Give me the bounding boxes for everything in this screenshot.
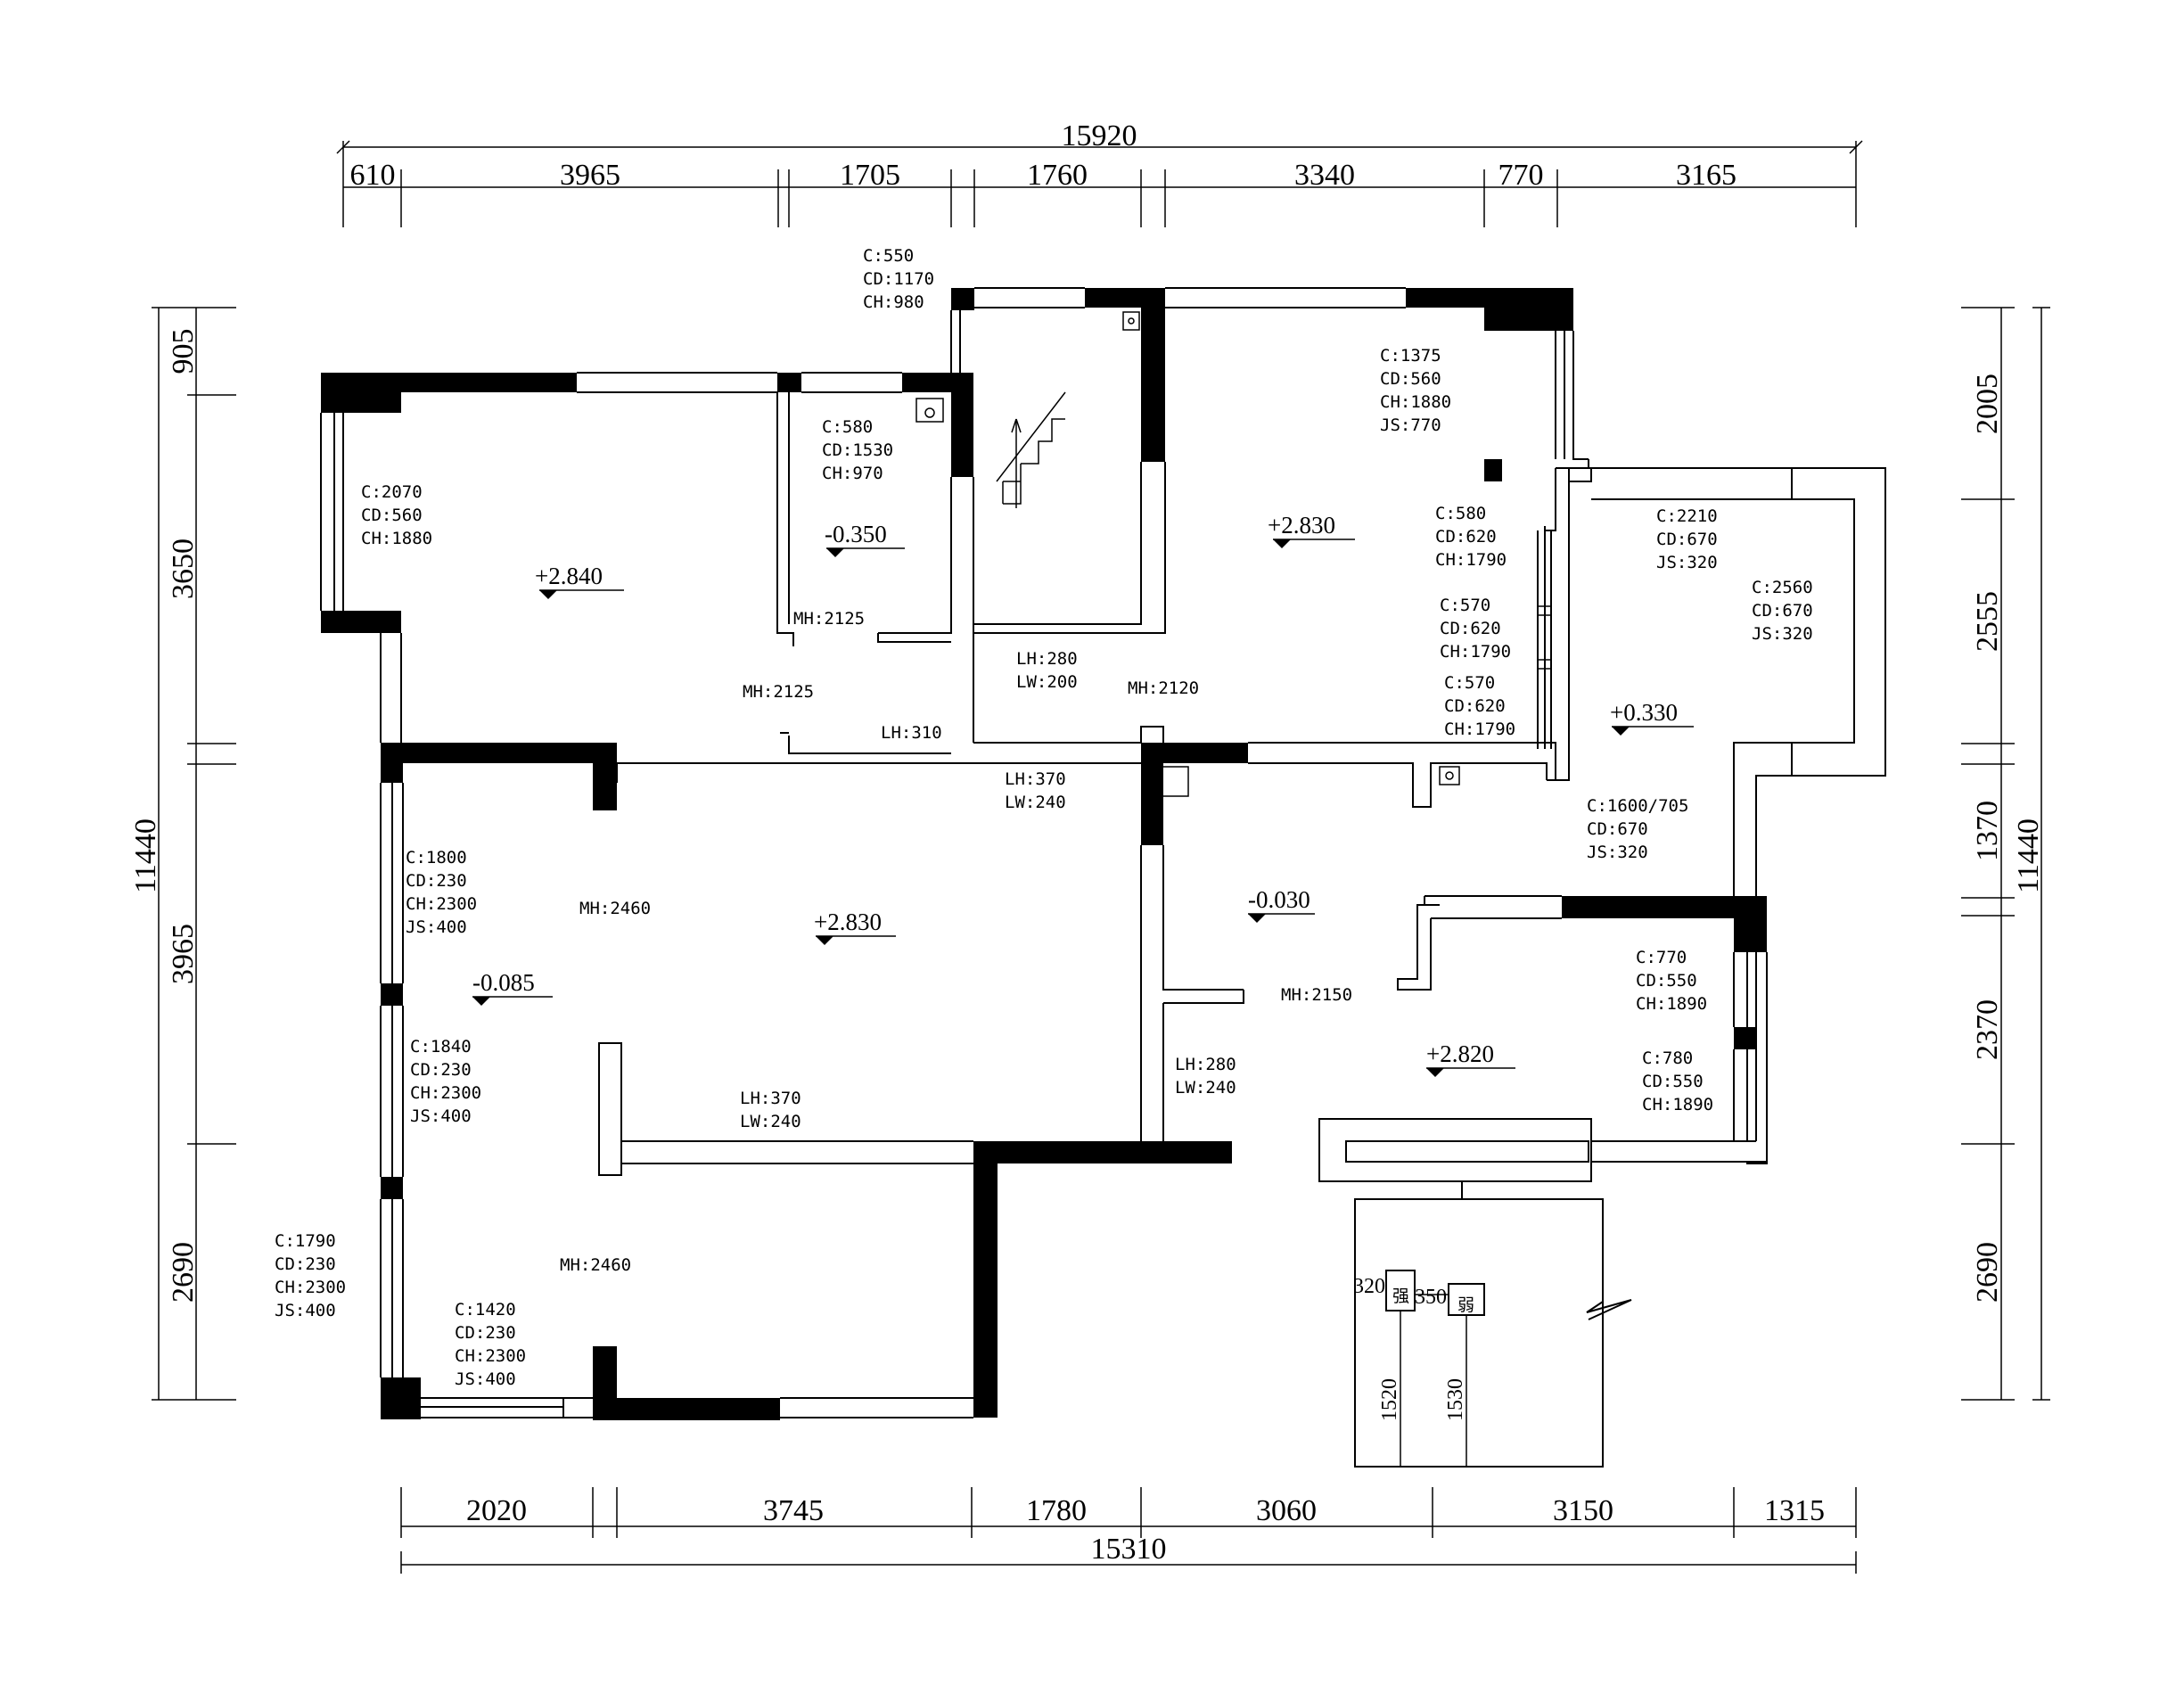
- ann-mh-living: MH:2460: [579, 899, 651, 918]
- dimension-lines: [152, 140, 2050, 1574]
- level-bedroom-top-left: +2.840: [535, 563, 603, 589]
- box-dim-1530: 1530: [1444, 1378, 1467, 1421]
- dim-top-seg: 3965: [560, 159, 620, 192]
- box-dim-1520: 1520: [1378, 1378, 1401, 1421]
- walls: [321, 288, 1767, 1420]
- dim-left-seg: 3965: [167, 924, 200, 984]
- dim-bottom-seg: 1780: [1026, 1494, 1087, 1527]
- box-dim-320: 320: [1353, 1275, 1385, 1298]
- ann-mh-dining: MH:2150: [1281, 985, 1352, 1005]
- dim-top-seg: 610: [350, 159, 396, 192]
- wall-outlines: [320, 287, 1886, 1468]
- dim-left-seg: 905: [167, 329, 200, 374]
- level-upper-right-room: +2.830: [1268, 512, 1335, 539]
- level-living-room: +2.830: [814, 909, 882, 935]
- box-label-weak: 弱: [1457, 1295, 1474, 1315]
- dim-right-seg: 2005: [1971, 374, 2004, 434]
- dim-right-seg: 1370: [1971, 801, 2004, 861]
- dim-right-seg: 2690: [1971, 1242, 2004, 1303]
- level-left-bay: -0.085: [472, 969, 535, 996]
- level-right-room: +0.330: [1610, 699, 1678, 726]
- box-dim-350: 350: [1415, 1286, 1447, 1309]
- dim-top-seg: 1705: [840, 159, 900, 192]
- dim-bottom-seg: 1315: [1764, 1494, 1825, 1527]
- level-marks: [472, 539, 1694, 1077]
- dim-top-seg: 770: [1498, 159, 1544, 192]
- box-label-strong: 强: [1392, 1287, 1409, 1306]
- dim-bottom-total: 15310: [1091, 1533, 1167, 1566]
- fixtures: [915, 311, 1460, 797]
- dim-left-total: 11440: [129, 818, 162, 893]
- ann-mh-corridor: MH:2125: [743, 682, 814, 702]
- level-lower-right-room: +2.820: [1426, 1040, 1494, 1067]
- dim-top-seg: 3340: [1294, 159, 1355, 192]
- dim-top-total: 15920: [1062, 119, 1137, 152]
- level-small-room: -0.350: [825, 521, 887, 547]
- ann-mh-small-room: MH:2125: [793, 609, 865, 629]
- dim-right-seg: 2370: [1971, 999, 2004, 1060]
- ann-lh-corridor: LH:310: [881, 723, 942, 743]
- dim-right-seg: 2555: [1971, 591, 2004, 652]
- dim-top-seg: 1760: [1027, 159, 1088, 192]
- dim-bottom-seg: 3150: [1553, 1494, 1613, 1527]
- dim-bottom-seg: 3060: [1256, 1494, 1317, 1527]
- dim-left-seg: 3650: [167, 539, 200, 599]
- dim-bottom-seg: 2020: [466, 1494, 527, 1527]
- dim-bottom-seg: 3745: [763, 1494, 824, 1527]
- ann-mh-stair: MH:2120: [1128, 678, 1199, 698]
- level-dining: -0.030: [1248, 886, 1310, 913]
- ann-mh-lower-left: MH:2460: [560, 1255, 631, 1275]
- dim-left-seg: 2690: [167, 1242, 200, 1303]
- dim-right-total: 11440: [2012, 818, 2045, 893]
- utility-box: 强 弱 320 350 1520 1530: [1353, 1275, 1474, 1421]
- dim-top-seg: 3165: [1676, 159, 1737, 192]
